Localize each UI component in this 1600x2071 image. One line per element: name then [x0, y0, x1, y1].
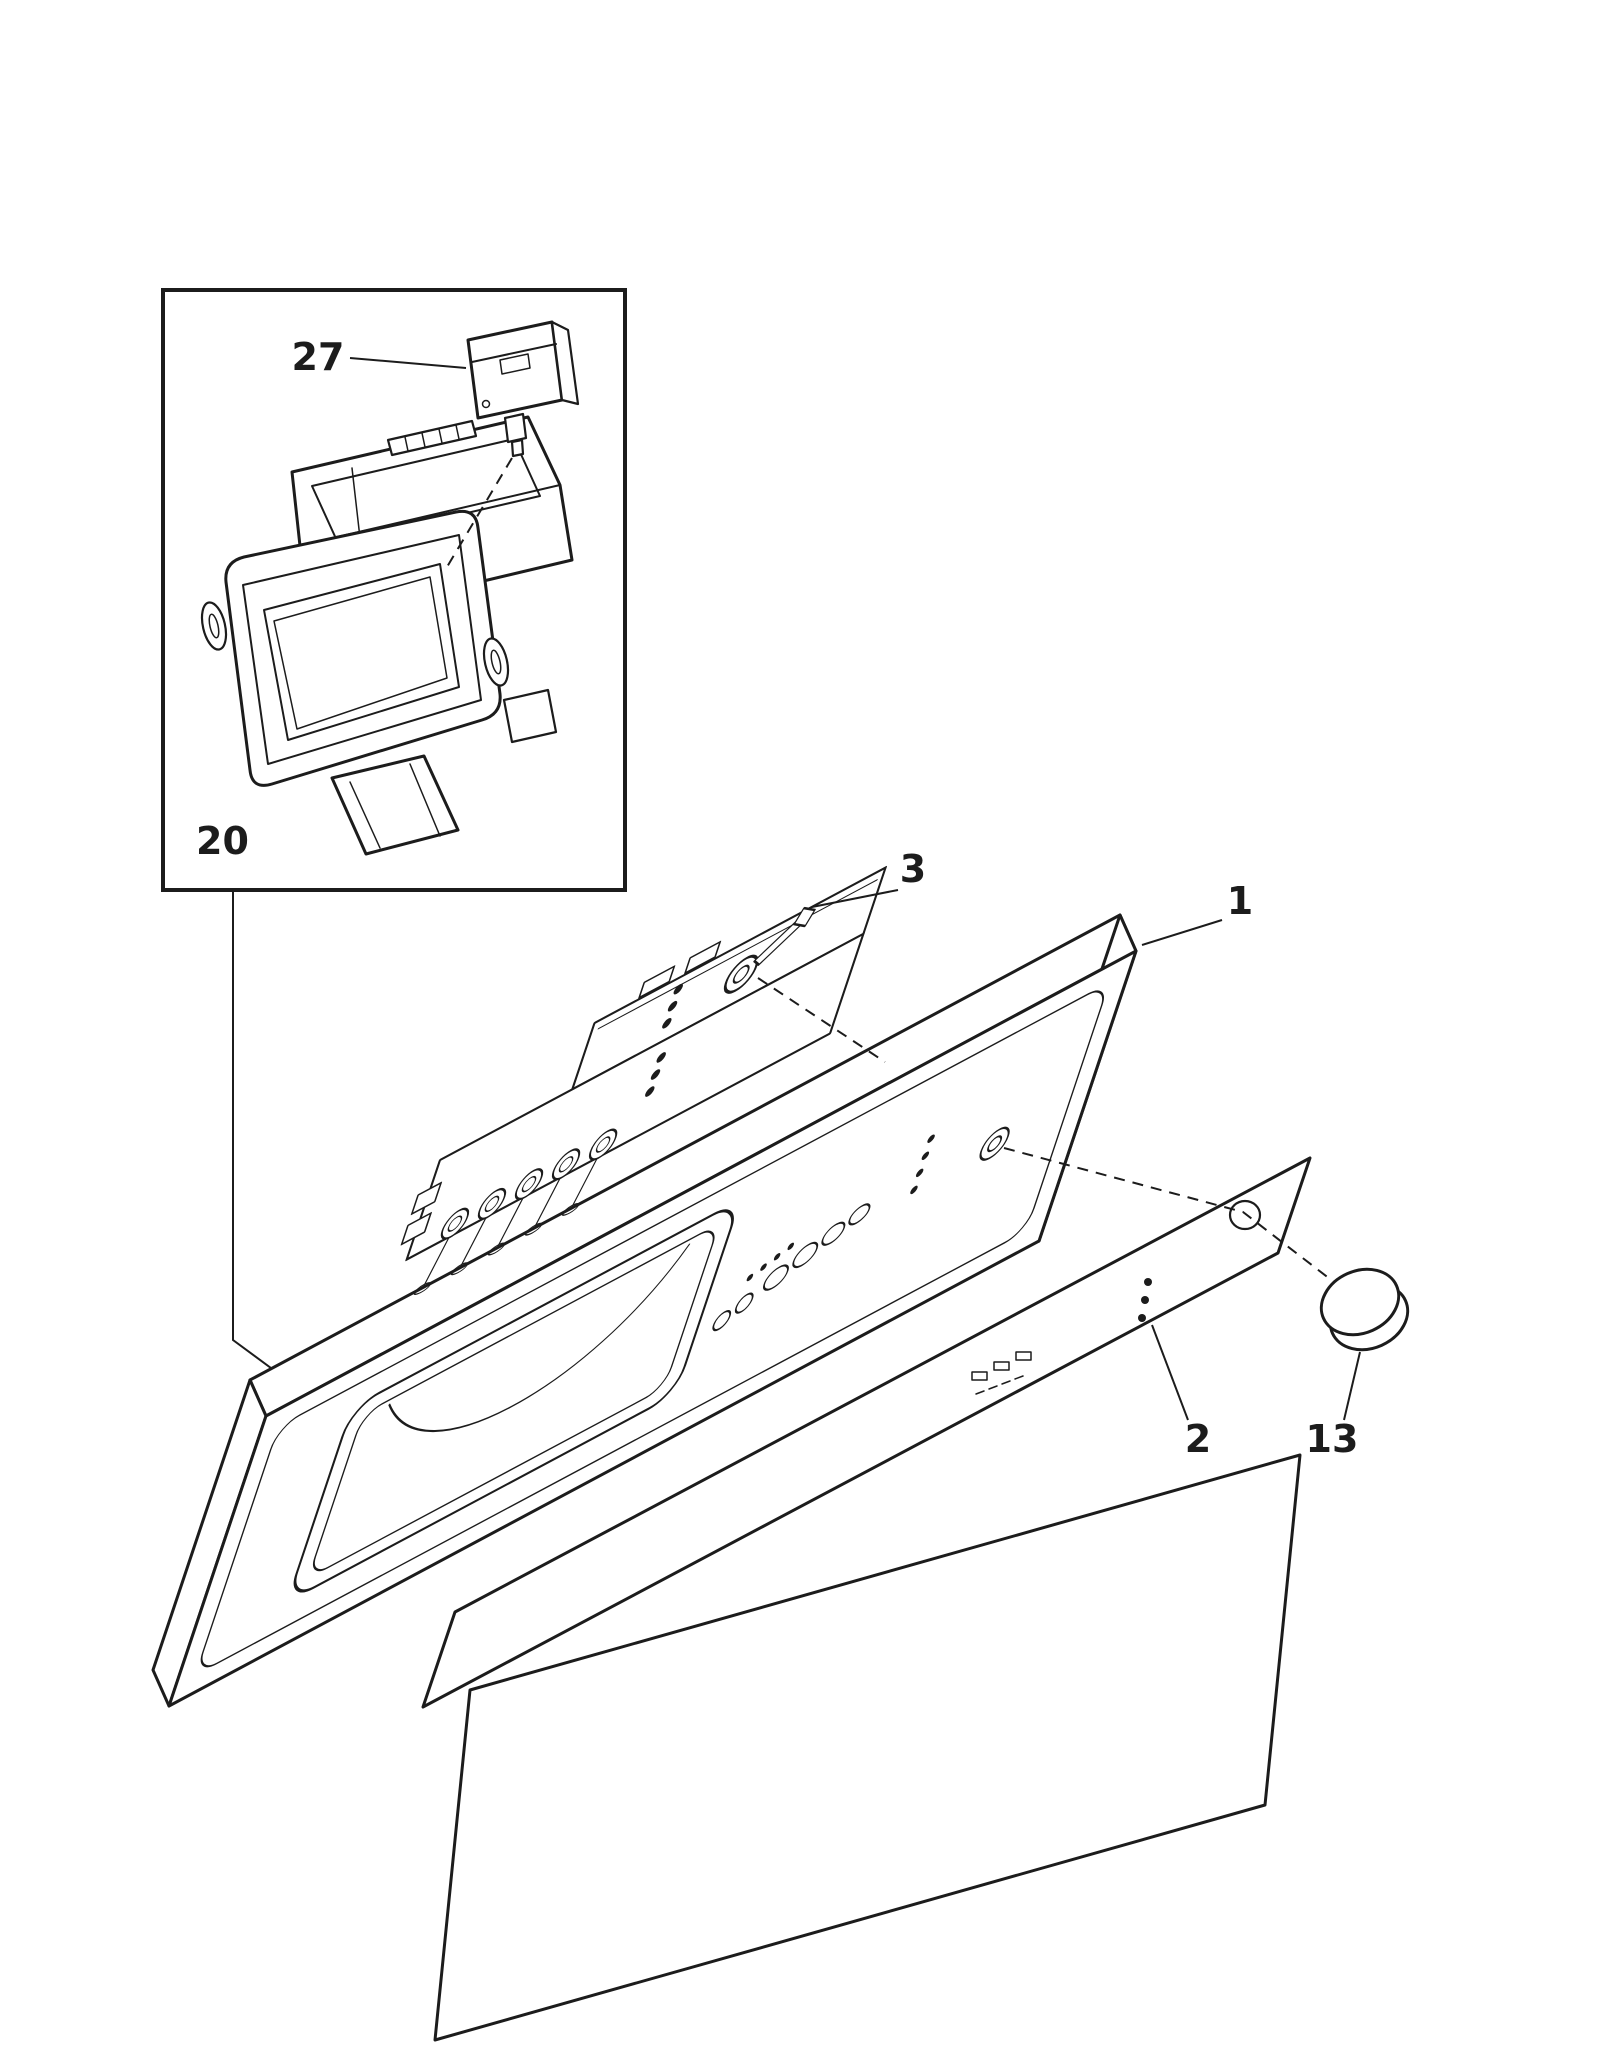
door-switch [466, 320, 580, 458]
board-led-dots [645, 983, 683, 1097]
board-to-panel-dashed-line [757, 977, 886, 1063]
leader-line-3 [811, 889, 899, 908]
part-label-switch: 27 [292, 335, 345, 379]
board-toggle-switch [723, 906, 816, 994]
knob [1319, 1267, 1410, 1352]
connector-comb [386, 419, 478, 457]
timer-shaft-hole [979, 1126, 1010, 1161]
console-buttons [712, 1203, 871, 1332]
overlay-indicator-dots [1138, 1278, 1152, 1322]
leader-line-27 [349, 357, 467, 369]
latch-strike-tab [502, 688, 558, 744]
part-label-control-board: 3 [900, 847, 926, 891]
part-labels: 3 1 2 13 [811, 847, 1361, 1461]
board-mount-tab [410, 1181, 443, 1216]
switch-assembly-dashed-line [443, 457, 513, 573]
part-label-overlay-panel: 2 [1185, 1417, 1211, 1461]
latch-frame-right-ear [482, 637, 510, 687]
inset-detail-box: 27 20 [161, 288, 627, 892]
part-label-knob: 13 [1306, 1417, 1359, 1461]
board-clip [684, 940, 722, 975]
control-panel-console [151, 913, 1138, 1708]
overlay-graphic-cluster [971, 1351, 1032, 1395]
leader-line-13 [1343, 1351, 1361, 1421]
handle-pocket [293, 1209, 734, 1593]
console-led-dots-row [746, 1242, 795, 1282]
control-board [400, 865, 887, 1296]
board-shafts [413, 1128, 618, 1296]
overlay-knob-hole [1228, 1199, 1262, 1231]
overlay-panel [421, 1156, 1312, 1709]
console-front-detail [200, 990, 1104, 1668]
knob-assembly-dashed-line [1003, 1147, 1353, 1297]
console-led-dots-column [910, 1134, 935, 1195]
board-mount-tab [400, 1211, 432, 1246]
lower-decor-sheet [433, 1453, 1302, 2042]
board-base [405, 932, 865, 1262]
latch-frame-left-ear [200, 601, 228, 651]
inset-to-panel-connector-line [232, 890, 299, 1389]
board-clip [638, 965, 676, 999]
part-label-latch-housing: 20 [196, 819, 249, 863]
leader-line-2 [1151, 1324, 1189, 1421]
latch-bracket [330, 754, 460, 856]
leader-line-1 [1141, 919, 1223, 946]
latch-frame [200, 509, 558, 787]
part-label-control-panel: 1 [1227, 879, 1253, 923]
inset-box-border [161, 288, 627, 892]
